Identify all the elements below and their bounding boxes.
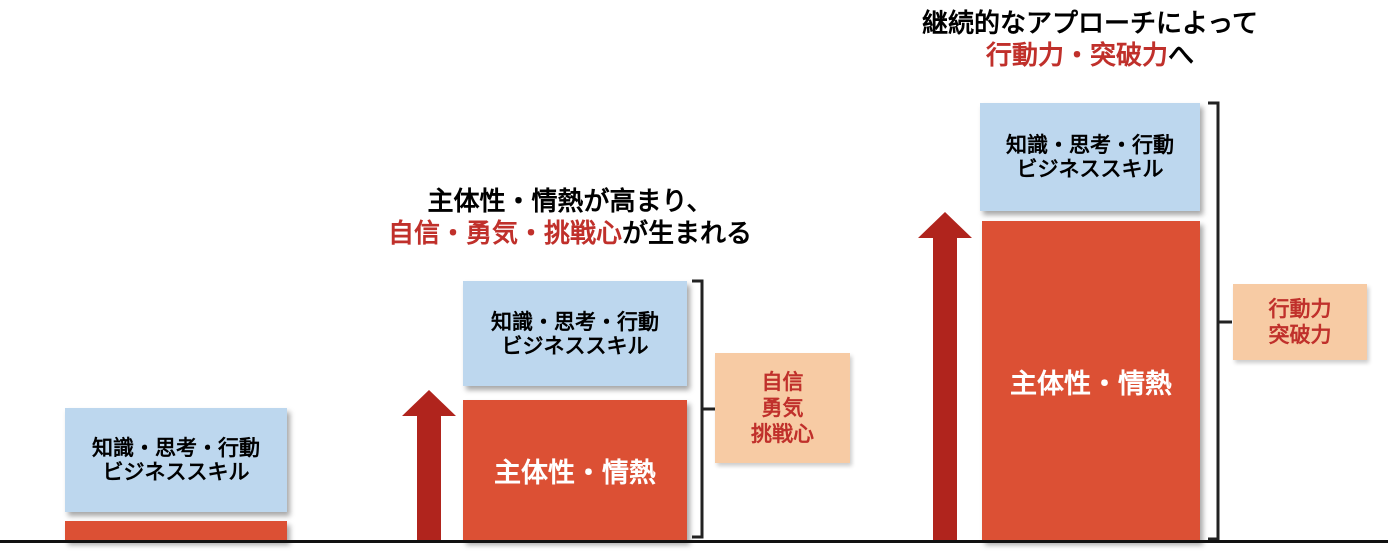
stage3-up-arrow-shape [918, 212, 972, 542]
stage2-heading-emphasis: 自信・勇気・挑戦心 [387, 219, 622, 249]
stage2-up-arrow [402, 390, 456, 542]
stage2-bracket [692, 279, 716, 539]
stage2-passion-box: 主体性・情熱 [463, 400, 687, 541]
stage2-up-arrow-shape [402, 390, 456, 542]
stage3-heading-emphasis: 行動力・突破力 [985, 41, 1168, 71]
baseline [0, 540, 1388, 543]
stage3-bracket [1208, 101, 1232, 541]
stage3-heading: 継続的なアプローチによって 行動力・突破力へ [880, 8, 1300, 72]
stage2-heading-rest: が生まれる [622, 219, 753, 249]
stage1-skills-box: 知識・思考・行動 ビジネススキル [65, 408, 287, 512]
stage2-bracket-line [692, 279, 716, 539]
stage3-up-arrow [918, 212, 972, 542]
stage2-result-box: 自信 勇気 挑戦心 [715, 353, 850, 463]
stage3-heading-rest: へ [1168, 41, 1195, 71]
stage3-heading-line2: 行動力・突破力へ [880, 40, 1300, 72]
stage2-heading-line1: 主体性・情熱が高まり、 [427, 187, 713, 217]
stage3-result-box: 行動力 突破力 [1233, 284, 1367, 360]
stage2-heading: 主体性・情熱が高まり、 自信・勇気・挑戦心が生まれる [360, 186, 780, 250]
stage3-heading-line1: 継続的なアプローチによって [922, 9, 1258, 39]
stage3-bracket-line [1208, 101, 1232, 541]
stage1-passion-box [65, 521, 287, 541]
stage3-skills-box: 知識・思考・行動 ビジネススキル [980, 103, 1200, 211]
stage3-passion-box: 主体性・情熱 [982, 221, 1200, 541]
stage2-skills-box: 知識・思考・行動 ビジネススキル [463, 281, 687, 386]
stage2-heading-line2: 自信・勇気・挑戦心が生まれる [360, 218, 780, 250]
